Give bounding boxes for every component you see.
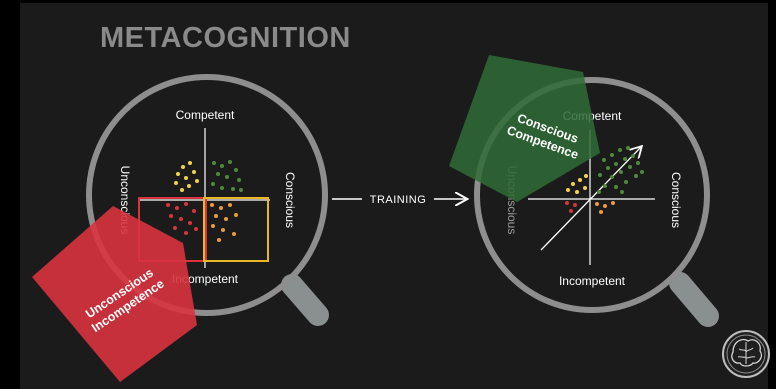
training-label: TRAINING [370, 194, 427, 206]
right-magnifier: Competent Incompetent Unconscious Consci… [474, 77, 719, 327]
right-dot-cluster-orange [595, 201, 615, 214]
unconscious-incompetence-shape: Unconscious Incompetence [32, 206, 197, 382]
brain-icon [722, 330, 770, 378]
page-title: METACOGNITION [100, 22, 351, 54]
right-label-conscious: Conscious [669, 172, 683, 228]
right-label-incompetent: Incompetent [559, 274, 626, 288]
training-arrow: TRAINING [332, 194, 466, 206]
left-dot-cluster-orange [210, 203, 238, 242]
left-border [0, 0, 20, 389]
right-lens-ring [474, 77, 710, 313]
top-border [0, 0, 776, 3]
left-lens-ring [86, 74, 328, 316]
right-border [768, 0, 776, 389]
conscious-competence-shape: Conscious Competence [449, 55, 600, 202]
left-dot-cluster-yellow [174, 161, 199, 192]
left-label-conscious: Conscious [283, 172, 297, 228]
right-dot-cluster-red [565, 201, 577, 213]
left-handle-icon [281, 274, 329, 326]
left-conscious-incompetent-box [203, 197, 269, 262]
left-label-competent: Competent [176, 108, 235, 122]
right-handle-icon [669, 272, 719, 327]
left-dot-cluster-green [211, 160, 243, 192]
left-dot-cluster-red [166, 202, 198, 235]
right-diagonal-trend-arrow [540, 147, 641, 251]
right-dot-cluster-green [597, 146, 644, 194]
right-dot-cluster-yellow [566, 174, 588, 194]
